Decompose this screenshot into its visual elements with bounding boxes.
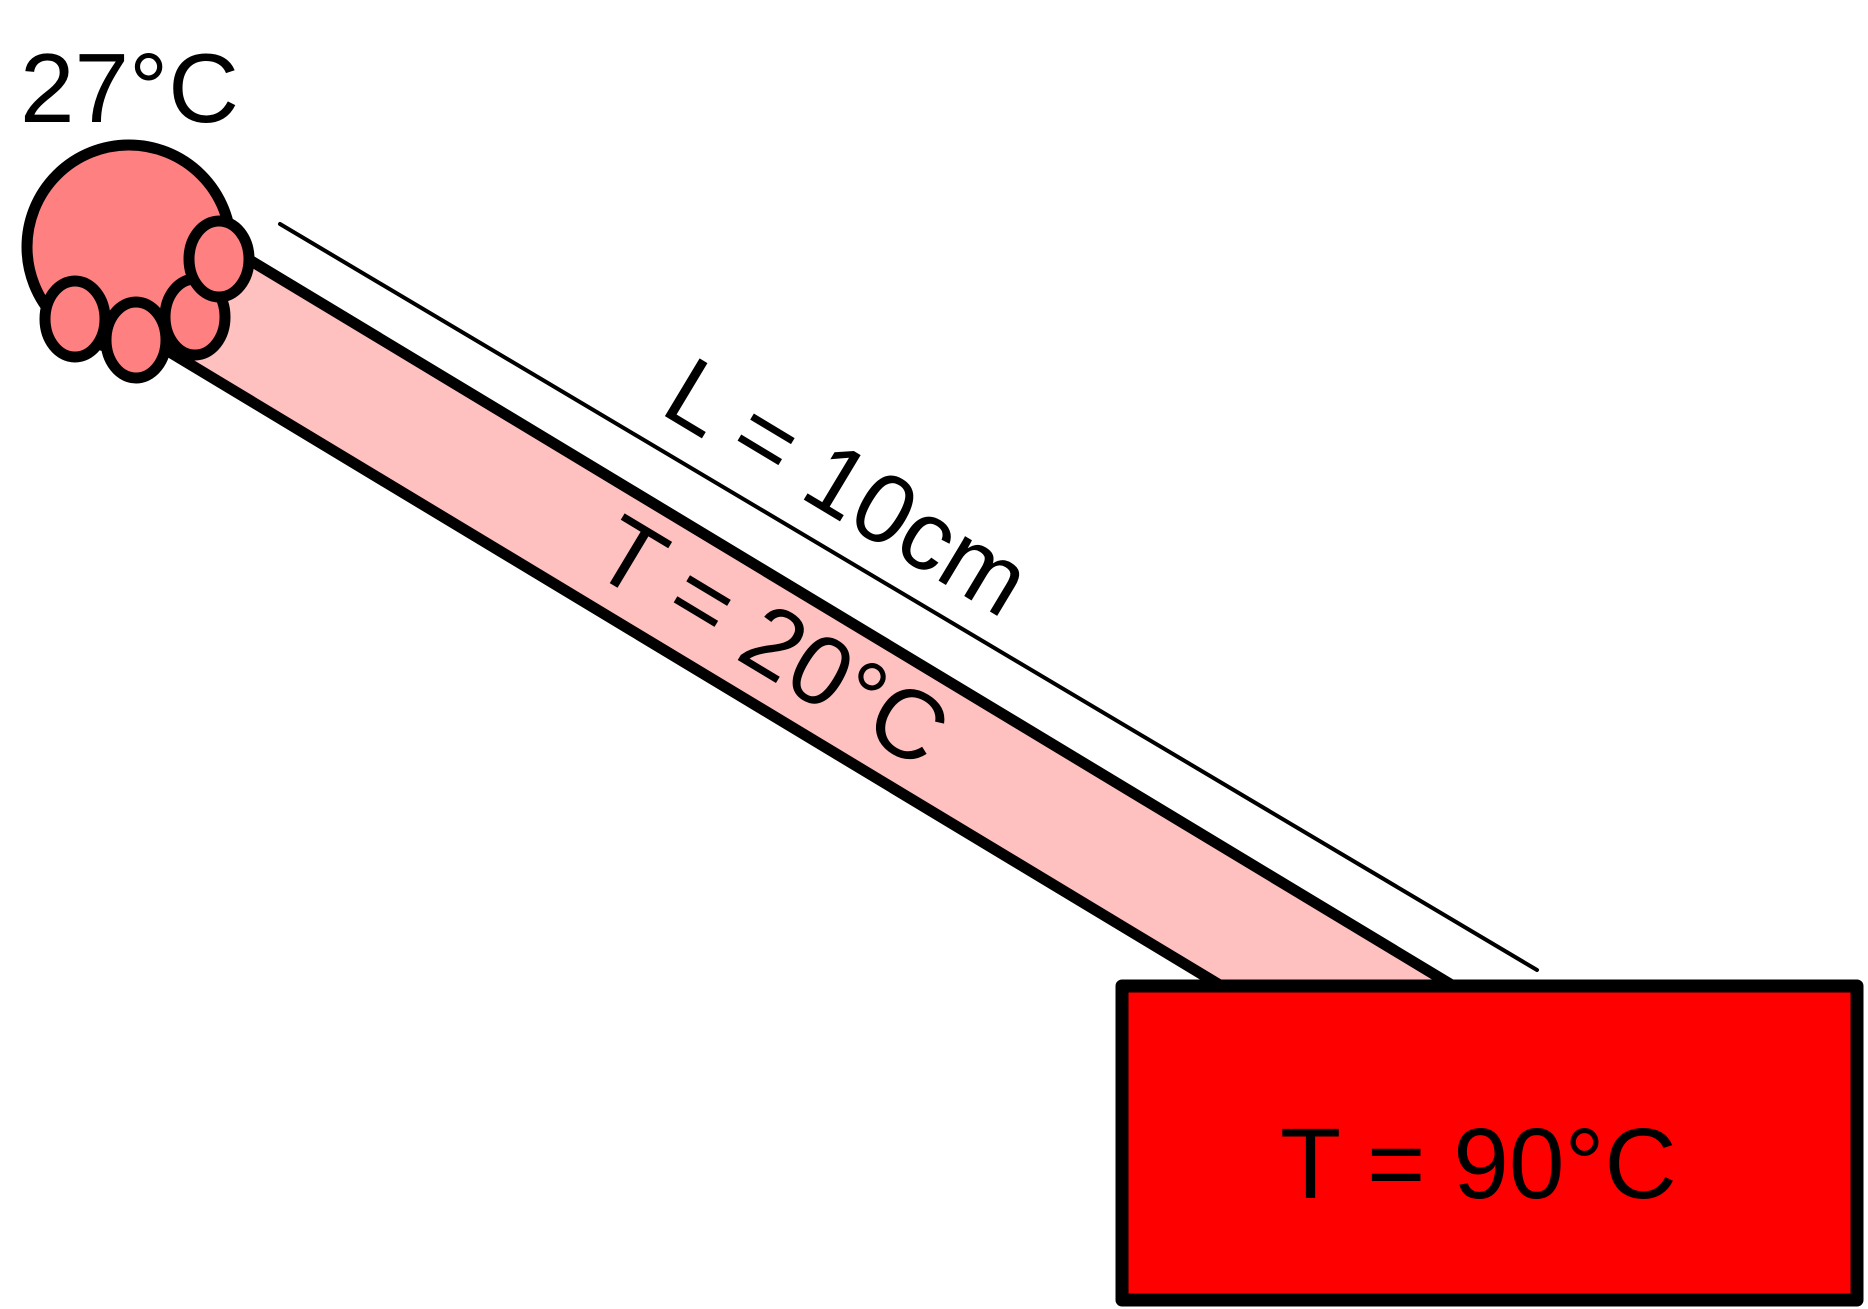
hot-block (1115, 979, 1864, 1307)
hand-temperature-label: 27°C (20, 33, 239, 143)
rod-bottom-edge (152, 339, 1234, 996)
block-temperature-label: T = 90°C (1280, 1108, 1677, 1220)
rod-top-edge (232, 247, 1466, 996)
rod (158, 253, 1460, 990)
length-dimension-line (278, 222, 1539, 972)
hand-finger-2 (100, 296, 172, 384)
hand-finger-1 (39, 275, 111, 363)
hand-thumb (183, 215, 255, 303)
hand (21, 139, 255, 384)
